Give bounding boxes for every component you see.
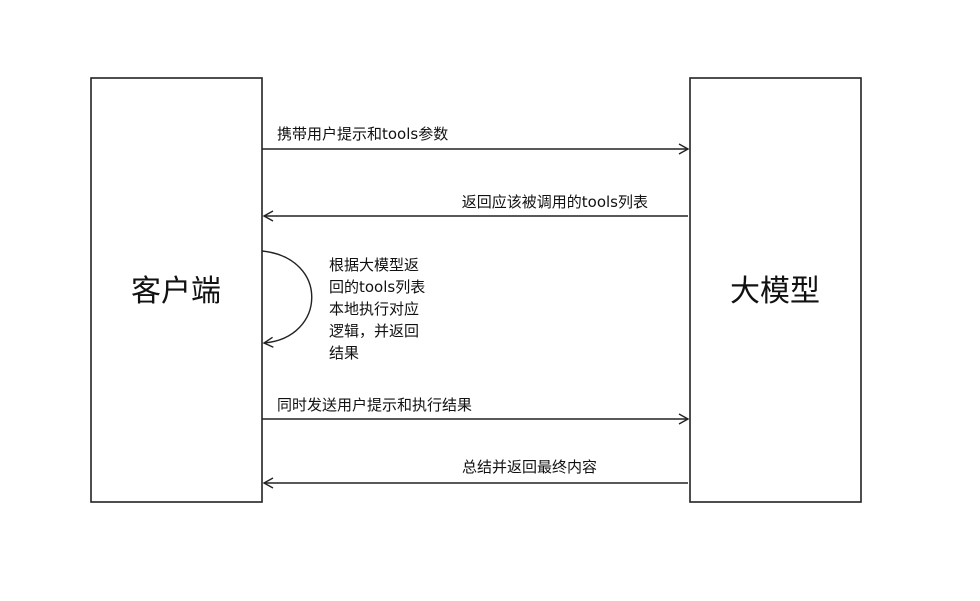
model-label: 大模型 [730, 274, 820, 309]
self-loop-arrow [261, 250, 313, 348]
self-loop-line: 逻辑，并返回 [329, 322, 419, 340]
self-loop-line: 回的tools列表 [329, 278, 425, 296]
response-label-2: 总结并返回最终内容 [462, 458, 597, 476]
request-label-2: 同时发送用户提示和执行结果 [277, 396, 472, 414]
request-label-1: 携带用户提示和tools参数 [277, 125, 448, 143]
client-label: 客户端 [131, 274, 221, 309]
client-box [90, 77, 263, 503]
self-loop-line: 本地执行对应 [329, 300, 419, 318]
self-loop-note: 根据大模型返 回的tools列表 本地执行对应 逻辑，并返回 结果 [329, 256, 425, 362]
self-loop-line: 结果 [329, 344, 359, 362]
response-label-1: 返回应该被调用的tools列表 [462, 193, 648, 211]
self-loop-line: 根据大模型返 [329, 256, 419, 274]
model-box [689, 77, 862, 503]
